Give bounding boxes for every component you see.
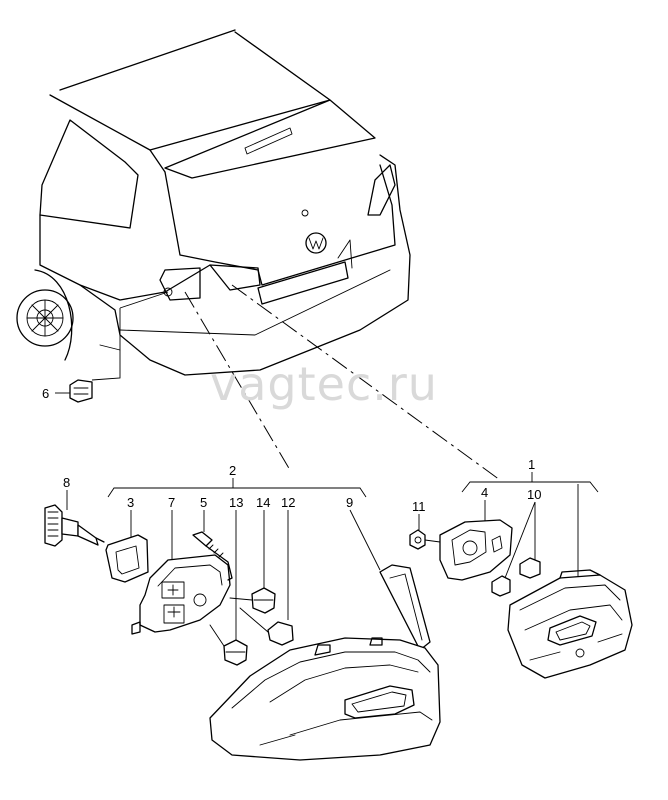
part-13-bulb xyxy=(209,510,248,666)
part-6-clip xyxy=(55,291,169,403)
car-rear-illustration xyxy=(16,29,411,376)
group-1-bracket xyxy=(461,472,599,493)
part-11-nut xyxy=(409,514,441,550)
callout-5: 5 xyxy=(200,495,207,510)
part-5-screw xyxy=(192,510,233,581)
part-7-bulb-carrier xyxy=(131,510,231,635)
callout-8: 8 xyxy=(63,475,70,490)
callout-7: 7 xyxy=(168,495,175,510)
callout-9: 9 xyxy=(346,495,353,510)
callout-13: 13 xyxy=(229,495,243,510)
assembly-lines xyxy=(184,284,501,481)
part-3-gasket xyxy=(105,510,149,583)
left-tail-light xyxy=(209,637,441,761)
callout-10: 10 xyxy=(527,487,541,502)
callout-11: 11 xyxy=(412,499,426,514)
watermark-text: vagtec.ru xyxy=(210,357,438,411)
part-14-bulb xyxy=(229,510,276,614)
part-8-bulb-holder xyxy=(44,490,105,547)
part-10-bulbs xyxy=(491,501,541,597)
callout-12: 12 xyxy=(281,495,295,510)
callout-labels: 1 2 3 4 5 6 7 8 9 10 11 12 13 14 xyxy=(42,386,541,514)
callout-14: 14 xyxy=(256,495,270,510)
callout-3: 3 xyxy=(127,495,134,510)
group-2-bracket xyxy=(107,478,367,498)
part-4-bulb-carrier xyxy=(439,500,513,581)
callout-2: 2 xyxy=(229,463,236,478)
callout-6: 6 xyxy=(42,386,49,401)
callout-4: 4 xyxy=(481,485,488,500)
part-9-seal-strip xyxy=(349,509,431,651)
callout-1: 1 xyxy=(528,457,535,472)
right-tail-light xyxy=(507,484,633,679)
part-12-bulb xyxy=(239,510,294,646)
